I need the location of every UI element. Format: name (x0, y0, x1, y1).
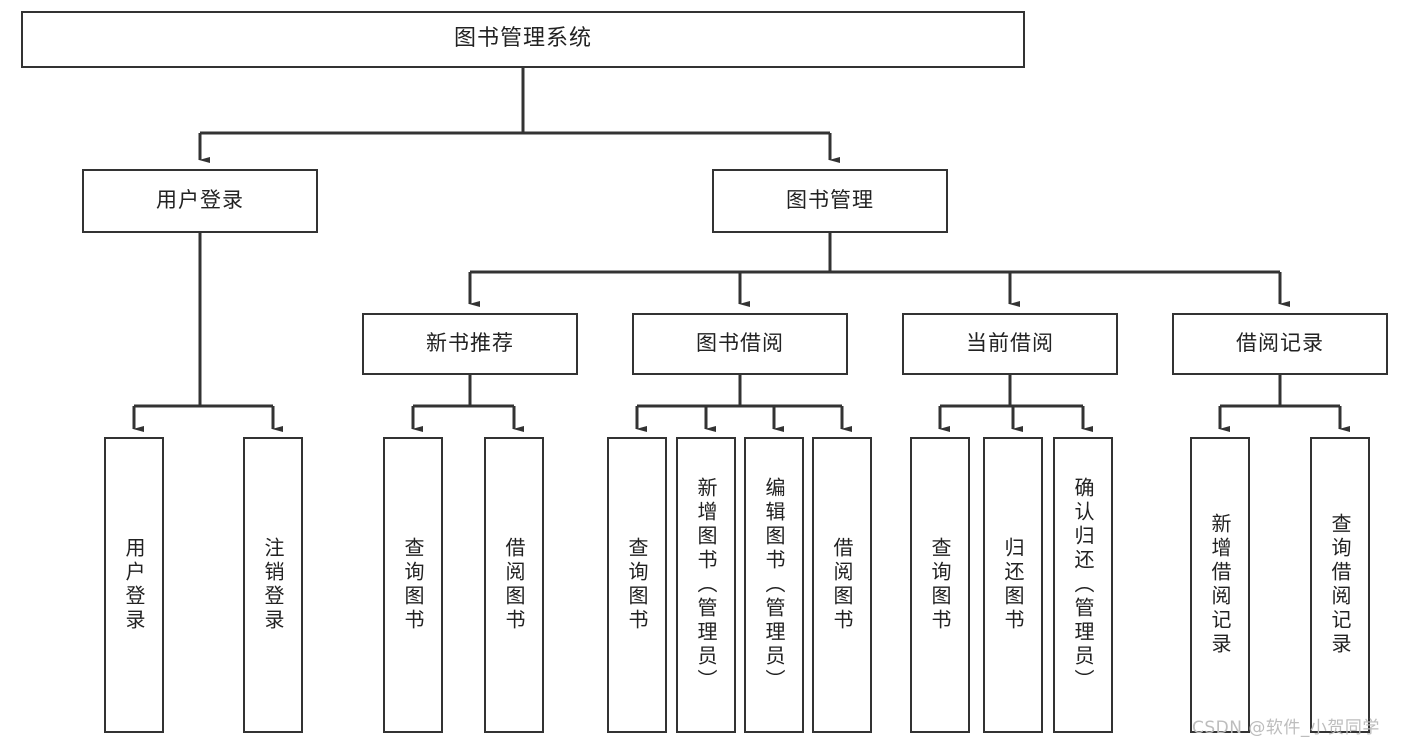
node-leaf-user-login[interactable]: 用户登录 (104, 437, 164, 733)
node-leaf-confirm-return-admin[interactable]: 确认归还（管理员） (1053, 437, 1113, 733)
node-book-borrow-label: 图书借阅 (696, 331, 784, 356)
node-leaf-query-borrow-record-label: 查询借阅记录 (1328, 513, 1352, 657)
node-leaf-query-book-rec-label: 查询图书 (401, 537, 425, 633)
node-leaf-user-logout[interactable]: 注销登录 (243, 437, 303, 733)
node-leaf-query-borrow-record[interactable]: 查询借阅记录 (1310, 437, 1370, 733)
node-book-manage[interactable]: 图书管理 (712, 169, 948, 233)
node-leaf-borrow-book-bor[interactable]: 借阅图书 (812, 437, 872, 733)
node-leaf-add-borrow-record-label: 新增借阅记录 (1208, 513, 1232, 657)
node-leaf-edit-book-admin[interactable]: 编辑图书（管理员） (744, 437, 804, 733)
node-leaf-borrow-book-bor-label: 借阅图书 (830, 537, 854, 633)
node-leaf-query-book-rec[interactable]: 查询图书 (383, 437, 443, 733)
csdn-watermark: CSDN @软件_小贺同学 (1192, 718, 1380, 738)
node-root-label: 图书管理系统 (453, 26, 592, 52)
node-leaf-borrow-book-rec-label: 借阅图书 (502, 537, 526, 633)
node-leaf-edit-book-admin-label: 编辑图书（管理员） (762, 477, 786, 693)
node-leaf-add-book-admin-label: 新增图书（管理员） (694, 477, 718, 693)
node-new-book-recommend-label: 新书推荐 (426, 331, 514, 356)
node-leaf-query-book-bor[interactable]: 查询图书 (607, 437, 667, 733)
node-current-borrow-label: 当前借阅 (966, 331, 1054, 356)
node-leaf-user-login-label: 用户登录 (122, 537, 146, 633)
node-new-book-recommend[interactable]: 新书推荐 (362, 313, 578, 375)
node-leaf-borrow-book-rec[interactable]: 借阅图书 (484, 437, 544, 733)
node-leaf-query-book-cur[interactable]: 查询图书 (910, 437, 970, 733)
node-leaf-query-book-cur-label: 查询图书 (928, 537, 952, 633)
node-leaf-add-borrow-record[interactable]: 新增借阅记录 (1190, 437, 1250, 733)
node-leaf-add-book-admin[interactable]: 新增图书（管理员） (676, 437, 736, 733)
node-leaf-return-book[interactable]: 归还图书 (983, 437, 1043, 733)
node-book-manage-label: 图书管理 (786, 188, 874, 213)
node-user-login[interactable]: 用户登录 (82, 169, 318, 233)
node-leaf-return-book-label: 归还图书 (1001, 537, 1025, 633)
node-borrow-record-label: 借阅记录 (1236, 331, 1324, 356)
node-user-login-label: 用户登录 (156, 188, 244, 213)
node-leaf-query-book-bor-label: 查询图书 (625, 537, 649, 633)
node-current-borrow[interactable]: 当前借阅 (902, 313, 1118, 375)
node-book-borrow[interactable]: 图书借阅 (632, 313, 848, 375)
node-leaf-user-logout-label: 注销登录 (261, 537, 285, 633)
node-leaf-confirm-return-admin-label: 确认归还（管理员） (1071, 477, 1095, 693)
node-borrow-record[interactable]: 借阅记录 (1172, 313, 1388, 375)
node-root[interactable]: 图书管理系统 (21, 11, 1025, 68)
